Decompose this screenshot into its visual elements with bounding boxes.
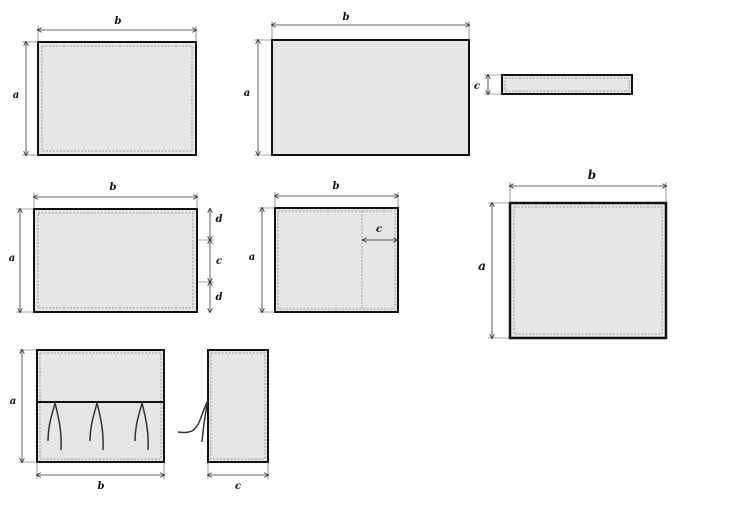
height-label: a	[10, 396, 16, 407]
d-bottom-label: d	[216, 292, 223, 303]
width-label: b	[588, 168, 596, 182]
height-label: a	[478, 259, 486, 273]
tie-icon	[89, 402, 104, 451]
width-label: b	[98, 481, 105, 492]
side-rect	[207, 349, 269, 463]
d-top-label: d	[216, 214, 223, 225]
tie-icon	[177, 399, 209, 443]
sheet-rect	[274, 207, 399, 313]
depth-label: c	[235, 481, 241, 492]
panel-4-sheet-with-inset: b a c	[249, 181, 399, 313]
panel-5-large-sheet: b a	[478, 168, 668, 340]
width-label: b	[343, 12, 350, 23]
panel-3-sheet-with-sections: b a d c d	[9, 182, 223, 313]
width-label: b	[333, 181, 340, 192]
sheet-rect	[37, 41, 197, 156]
c-mid-label: c	[216, 256, 222, 267]
panel-7-side-view: c	[177, 349, 269, 492]
panel-2-box-with-depth: b a c	[244, 12, 633, 156]
height-label: a	[13, 90, 19, 101]
height-label: a	[249, 252, 255, 263]
panel-1-flat-sheet: b a	[13, 16, 197, 156]
seam-line	[41, 45, 193, 152]
side-strip-rect	[501, 74, 633, 95]
width-label: b	[110, 182, 117, 193]
box-rect	[271, 39, 470, 156]
sheet-rect	[508, 201, 668, 340]
depth-label: c	[474, 81, 480, 92]
width-label: b	[115, 16, 122, 27]
tie-icon	[47, 402, 62, 451]
panel-6-sheet-with-ties: a b	[10, 349, 165, 492]
tie-icon	[134, 402, 149, 451]
height-label: a	[244, 88, 250, 99]
sheet-rect	[33, 208, 198, 313]
inset-label: c	[376, 224, 382, 235]
height-label: a	[9, 253, 15, 264]
